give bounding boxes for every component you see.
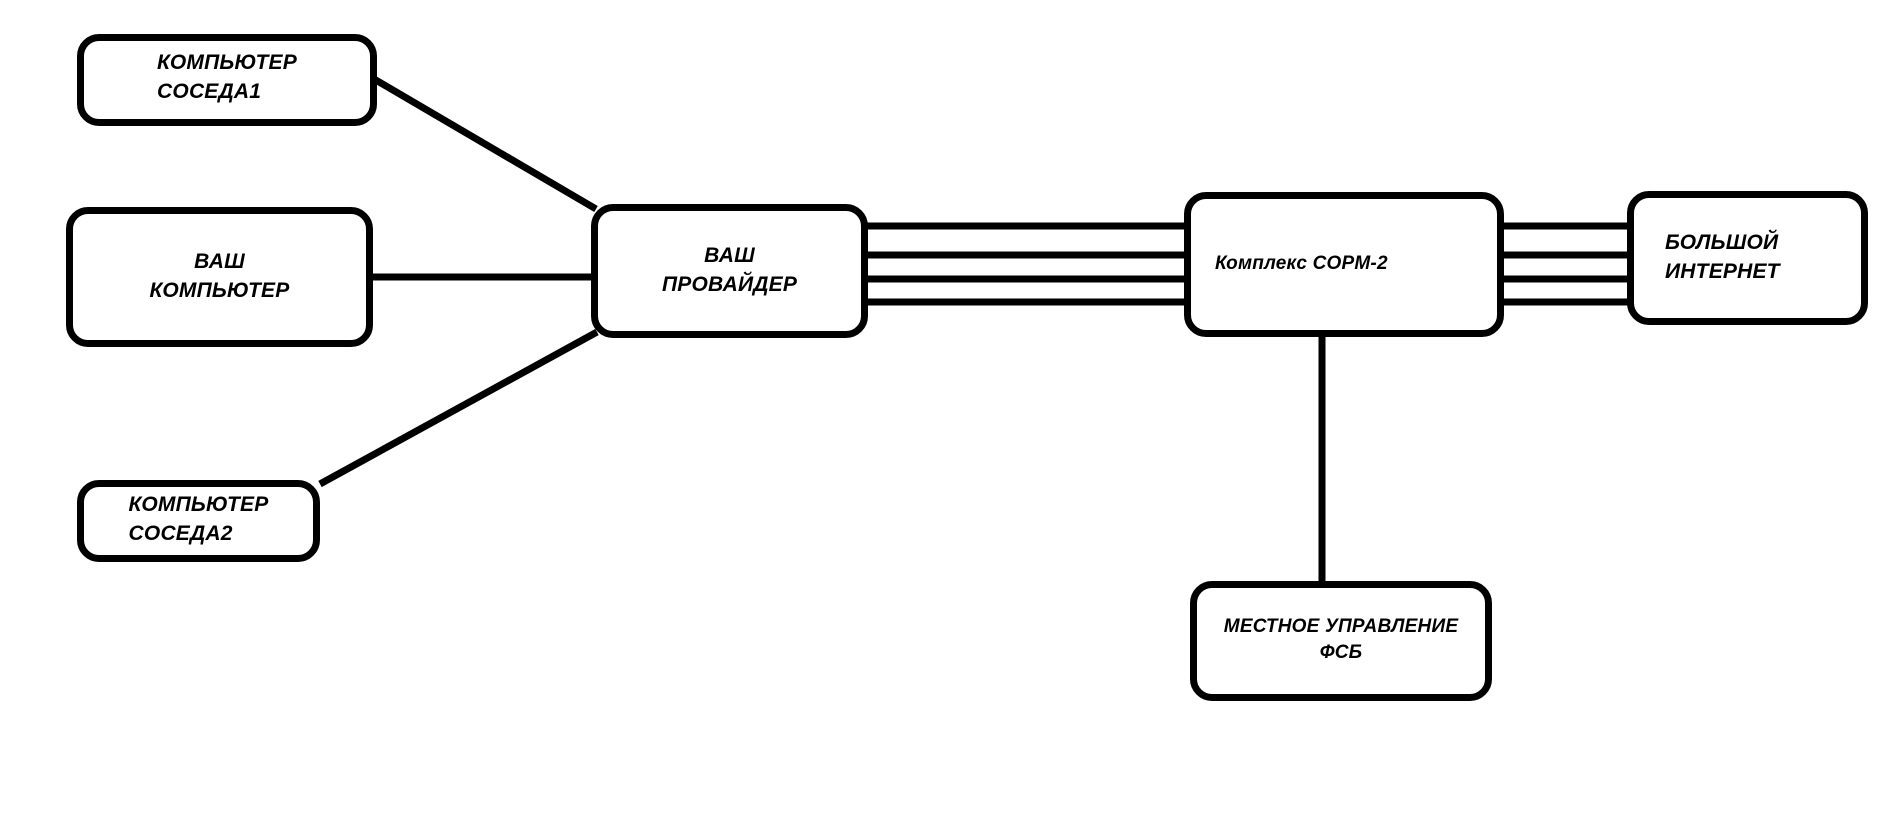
node-fsb-office: МЕСТНОЕ УПРАВЛЕНИЕ ФСБ — [1190, 581, 1492, 701]
node-sorm-complex: Комплекс СОРМ-2 — [1184, 192, 1504, 337]
node-internet: БОЛЬШОЙ ИНТЕРНЕТ — [1627, 191, 1868, 325]
node-neighbor-computer-2-label: КОМПЬЮТЕР СОСЕДА2 — [128, 493, 269, 545]
edge-neighbor2-to-provider — [318, 328, 599, 488]
node-fsb-office-label: МЕСТНОЕ УПРАВЛЕНИЕ ФСБ — [1223, 616, 1459, 664]
node-neighbor-computer-1-label: КОМПЬЮТЕР СОСЕДА1 — [157, 51, 297, 103]
node-internet-label: БОЛЬШОЙ ИНТЕРНЕТ — [1665, 231, 1780, 283]
node-neighbor-computer-1: КОМПЬЮТЕР СОСЕДА1 — [77, 34, 377, 126]
edge-neighbor1-to-provider — [372, 75, 598, 213]
node-provider-label: ВАШ ПРОВАЙДЕР — [661, 244, 798, 296]
node-sorm-complex-label: Комплекс СОРМ-2 — [1215, 253, 1388, 275]
node-your-computer: ВАШ КОМПЬЮТЕР — [66, 207, 373, 347]
node-your-computer-label: ВАШ КОМПЬЮТЕР — [149, 250, 290, 302]
node-provider: ВАШ ПРОВАЙДЕР — [591, 204, 868, 338]
node-neighbor-computer-2: КОМПЬЮТЕР СОСЕДА2 — [77, 480, 320, 562]
